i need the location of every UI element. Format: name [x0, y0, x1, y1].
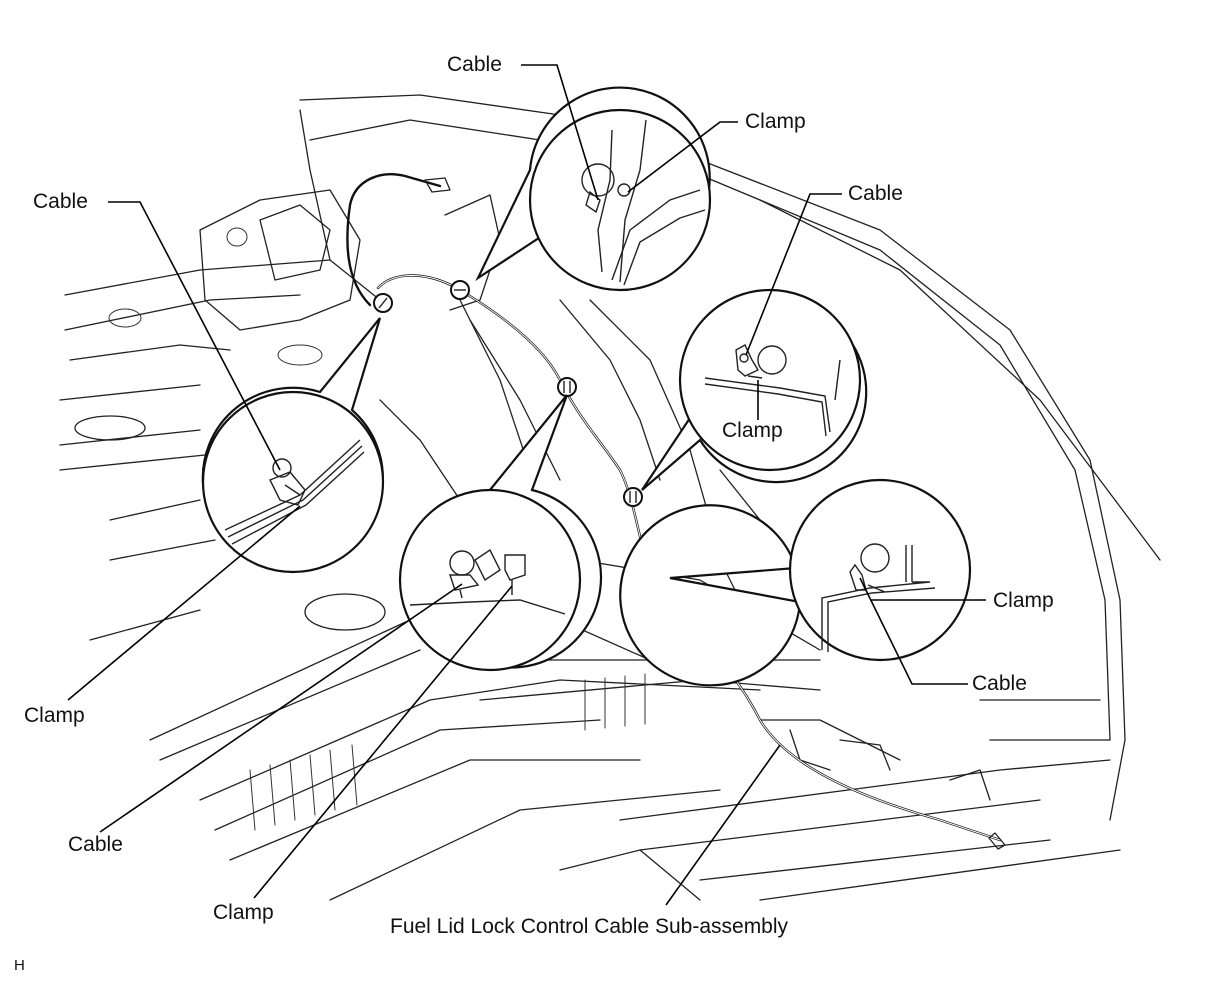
detail-callout-left — [201, 317, 385, 574]
detail-callout-right-upper — [641, 288, 868, 491]
detail-callout-right-lower — [619, 478, 972, 687]
label-cable-bottom: Cable — [68, 833, 123, 856]
label-assembly: Fuel Lid Lock Control Cable Sub-assembly — [390, 915, 789, 938]
detail-callout-top — [475, 86, 712, 292]
label-cable-right-top: Cable — [848, 182, 903, 205]
corner-mark: H — [14, 957, 25, 974]
detail-callout-middle — [398, 394, 603, 672]
label-clamp-bottom: Clamp — [213, 901, 274, 924]
label-clamp-right-mid: Clamp — [722, 419, 783, 442]
label-clamp-top: Clamp — [745, 110, 806, 133]
label-cable-top: Cable — [447, 53, 502, 76]
label-clamp-left-low: Clamp — [24, 704, 85, 727]
label-clamp-right-low: Clamp — [993, 589, 1054, 612]
leader-lines — [67, 64, 986, 906]
label-cable-left: Cable — [33, 190, 88, 213]
label-cable-right-low: Cable — [972, 672, 1027, 695]
